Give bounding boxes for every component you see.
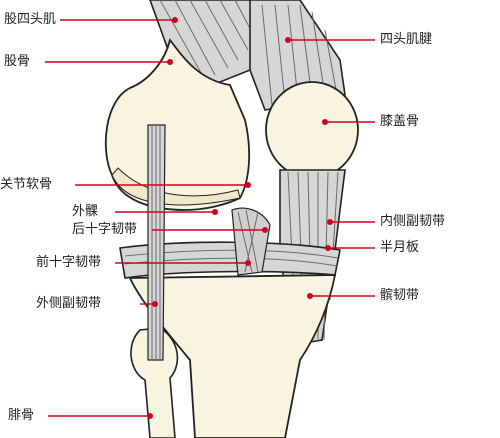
label-articular-cartilage: 关节软骨 xyxy=(0,177,53,192)
label-lateral-condyle: 外髁 xyxy=(72,204,99,219)
label-femur: 股骨 xyxy=(4,54,31,69)
label-posterior-cruciate-ligament: 后十字韧带 xyxy=(72,222,138,237)
label-anterior-cruciate-ligament: 前十字韧带 xyxy=(36,255,102,270)
quadriceps-fibers xyxy=(159,0,256,81)
label-medial-collateral-ligament: 内侧副韧带 xyxy=(380,214,446,229)
label-quadriceps: 股四头肌 xyxy=(4,12,57,27)
patella-bone xyxy=(265,81,359,179)
fibula-bone xyxy=(130,327,179,438)
label-fibula: 腓骨 xyxy=(8,408,35,423)
label-patella: 膝盖骨 xyxy=(380,114,420,129)
label-quadriceps-tendon: 四头肌腱 xyxy=(380,32,433,47)
leader-lines xyxy=(45,19,375,417)
label-patellar-ligament: 髌韧带 xyxy=(380,288,420,303)
label-meniscus: 半月板 xyxy=(380,240,420,255)
articular-cartilage-shape xyxy=(111,167,241,206)
lcl-fibers xyxy=(151,125,161,360)
leader-dots xyxy=(147,17,333,419)
femur-bone xyxy=(104,37,251,211)
label-lateral-collateral-ligament: 外侧副韧带 xyxy=(36,296,102,311)
